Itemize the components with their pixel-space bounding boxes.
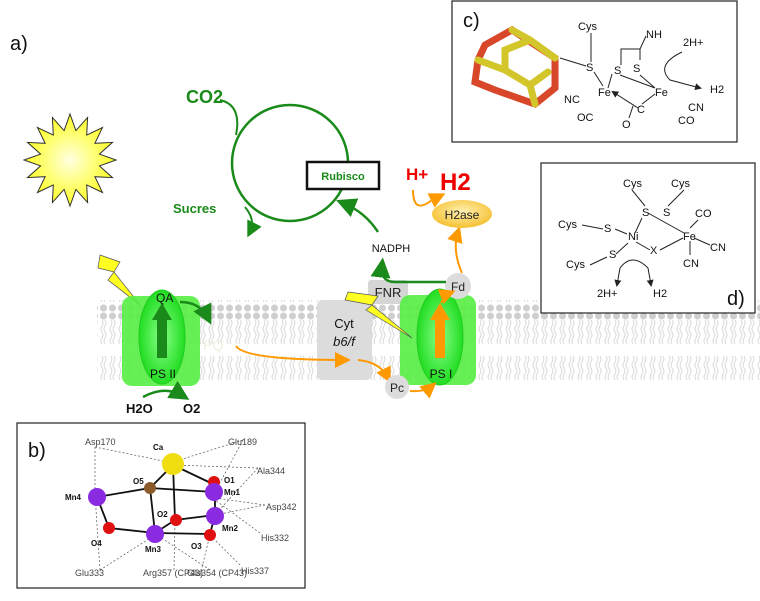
b-glu354: Glu354 (CP43) (187, 568, 247, 578)
panel-b-mn4cao5-cluster: b) Ca O5 O1 Mn1 Mn4 O2 Mn2 O4 Mn3 O3 (16, 422, 306, 589)
b-asp170: Asp170 (85, 437, 116, 447)
fd-to-h2ase-arrow (447, 226, 463, 274)
d-h2: H2 (653, 288, 667, 300)
b-mn4: Mn4 (65, 493, 82, 502)
c-nh: NH (646, 29, 662, 41)
h-plus-to-h2-arrow (412, 189, 446, 208)
d-s1: S (642, 207, 649, 219)
c-cn: CN (688, 102, 704, 114)
qa-label: QA (156, 291, 173, 305)
d-x: X (650, 245, 658, 257)
d-s3: S (604, 223, 611, 235)
rubisco-label: Rubisco (321, 171, 365, 183)
panel-a-label: a) (10, 33, 28, 55)
panel-c-fefe-hydrogenase: c) Cys NH 2H+ S S S Fe Fe NC CN OC C O C… (451, 0, 738, 143)
b-his337: His337 (241, 566, 269, 576)
sun-icon (22, 112, 118, 208)
c-cys: Cys (578, 21, 597, 33)
panel-b-label: b) (28, 440, 46, 462)
panel-c-label: c) (463, 10, 480, 32)
b-glu189: Glu189 (228, 437, 257, 447)
d-cn2: CN (683, 258, 699, 270)
sugar-output-arrow (244, 206, 262, 238)
c-fe1: Fe (598, 87, 611, 99)
d-ni: Ni (628, 231, 638, 243)
d-s2: S (663, 207, 670, 219)
c-o: O (622, 119, 631, 131)
co2-input-arrow (219, 99, 239, 136)
c-nc: NC (564, 94, 580, 106)
lightning-icon-psi (344, 291, 413, 339)
psi-to-fd-arrow (437, 289, 456, 305)
pq-to-cyt-arrow (235, 345, 351, 368)
b-o1: O1 (224, 476, 235, 485)
lightning-icon (97, 254, 141, 306)
d-fe: Fe (683, 231, 696, 243)
panel-d-label: d) (727, 288, 745, 310)
psii-label: PS II (150, 367, 176, 381)
cyt-label: Cyt (334, 316, 354, 331)
c-fe2: Fe (655, 87, 668, 99)
qa-to-pq-arrow (179, 300, 212, 325)
c-s3: S (633, 63, 640, 75)
sucres-label: Sucres (173, 201, 216, 216)
b-mn1: Mn1 (224, 488, 241, 497)
c-h2: H2 (710, 84, 724, 96)
b-asp342: Asp342 (266, 502, 297, 512)
psi-label: PS I (430, 367, 453, 381)
c-2h-plus: 2H+ (683, 37, 704, 49)
b-mn3: Mn3 (145, 545, 162, 554)
b-ala344: Ala344 (257, 466, 285, 476)
d-cys2: Cys (671, 178, 690, 190)
co2-label: CO2 (186, 87, 223, 107)
d-cys1: Cys (623, 178, 642, 190)
fd-to-nadph-arrow (370, 257, 446, 284)
o2-label: O2 (183, 401, 200, 416)
h2ase-label: H2ase (445, 208, 480, 222)
pc-label: Pc (390, 381, 404, 395)
b-ca: Ca (153, 443, 164, 452)
b-o2: O2 (157, 510, 168, 519)
pc-to-psi-arrow (409, 382, 437, 399)
cyt-to-pc-arrow (357, 359, 391, 384)
b6f-label: b6/f (333, 334, 356, 349)
photosystem-ii: QA PS II (122, 289, 200, 386)
c-s1: S (586, 62, 593, 74)
pq-label: PQ (203, 337, 223, 353)
d-cys4: Cys (566, 259, 585, 271)
h2o-label: H2O (126, 401, 153, 416)
fd-label: Fd (451, 280, 465, 294)
plastocyanin (385, 375, 409, 399)
d-cn1: CN (710, 242, 726, 254)
b-glu333: Glu333 (75, 568, 104, 578)
b-o5: O5 (133, 477, 144, 486)
d-s4: S (609, 249, 616, 261)
b-arg357: Arg357 (CP43) (143, 568, 203, 578)
fnr-label: FNR (375, 285, 402, 300)
h-plus-label: H+ (406, 165, 428, 184)
nadph-label: NADPH (372, 243, 411, 255)
d-cys3: Cys (558, 219, 577, 231)
nadph-to-calvin-arrow (336, 198, 380, 233)
b-his332: His332 (261, 533, 289, 543)
rubisco-box (305, 160, 381, 191)
d-co: CO (695, 208, 712, 220)
b-o3: O3 (191, 542, 202, 551)
h2-label: H2 (440, 169, 471, 196)
panel-d-nife-hydrogenase: d) Cys Cys Cys Cys S S S S Ni Fe X CO CN… (540, 162, 756, 314)
c-oc: OC (577, 112, 594, 124)
fe4s4-cluster (471, 25, 559, 108)
d-2h-plus: 2H+ (597, 288, 618, 300)
c-co: CO (678, 115, 695, 127)
photosystem-i: PS I (400, 288, 476, 386)
hydrogenase (432, 200, 492, 228)
fnr-box (368, 280, 408, 304)
water-oxidation-arrow (142, 380, 190, 400)
c-s2: S (614, 65, 621, 77)
b-mn2: Mn2 (222, 524, 239, 533)
b-o4: O4 (91, 539, 102, 548)
c-c: C (637, 104, 645, 116)
